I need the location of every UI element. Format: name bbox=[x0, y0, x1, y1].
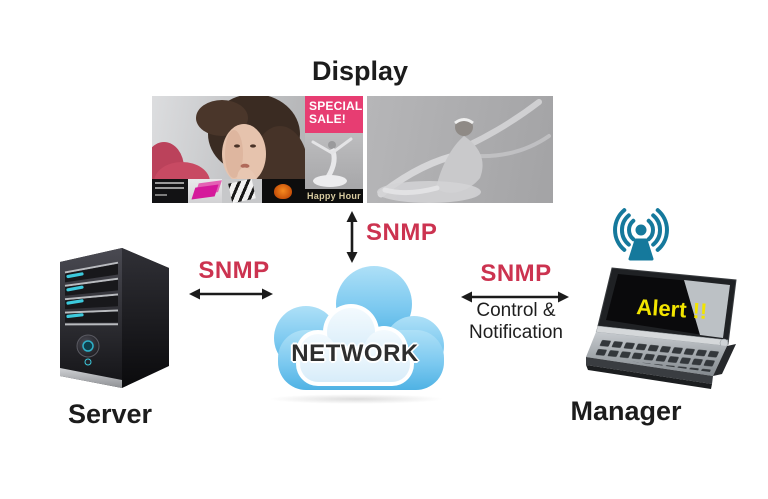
snmp-label-display: SNMP bbox=[366, 219, 438, 246]
special-sale-line2: SALE! bbox=[309, 112, 346, 126]
alert-text: Alert !! bbox=[636, 294, 708, 324]
thumbnail-stripe-tile bbox=[222, 179, 262, 203]
banner-model-photo bbox=[144, 94, 308, 210]
display-label: Display bbox=[311, 56, 409, 86]
thumbnail-bag-tile bbox=[262, 179, 305, 203]
special-sale-badge: SPECIAL SALE! bbox=[305, 96, 363, 133]
note-line1: Control & bbox=[476, 300, 556, 321]
signage-banner-image: SPECIAL SALE! Happy Hour bbox=[144, 94, 553, 210]
manager-cloud-double-arrow bbox=[461, 291, 569, 303]
wifi-signal-icon bbox=[613, 208, 669, 261]
banner-dancer-photo bbox=[367, 96, 553, 203]
banner-small-dancer-photo bbox=[305, 133, 363, 189]
thumbnail-text-tile bbox=[152, 179, 188, 203]
control-notification-note: Control & Notification bbox=[452, 300, 580, 344]
dancer-illustration bbox=[377, 99, 551, 203]
banner-thumbnails bbox=[152, 179, 305, 203]
cloud-shadow bbox=[268, 394, 444, 404]
banner-middle-column: SPECIAL SALE! Happy Hour bbox=[305, 96, 363, 203]
snmp-label-manager: SNMP bbox=[480, 260, 552, 287]
server-label: Server bbox=[67, 399, 153, 429]
server-cloud-double-arrow bbox=[189, 288, 273, 300]
banner-gap bbox=[363, 96, 367, 203]
laptop-icon: Alert !! bbox=[586, 267, 737, 389]
special-sale-line1: SPECIAL bbox=[309, 99, 363, 113]
server-tower-icon bbox=[60, 248, 169, 388]
snmp-label-server: SNMP bbox=[198, 257, 270, 284]
small-dancer-illustration bbox=[311, 137, 353, 187]
network-cloud-icon bbox=[274, 266, 444, 390]
network-label: NETWORK bbox=[291, 340, 419, 367]
thumbnail-shoes-tile bbox=[188, 179, 222, 203]
note-line2: Notification bbox=[469, 322, 563, 343]
display-cloud-double-arrow bbox=[346, 211, 358, 263]
manager-label: Manager bbox=[570, 396, 682, 426]
happy-hour-ticker: Happy Hour bbox=[305, 189, 363, 203]
